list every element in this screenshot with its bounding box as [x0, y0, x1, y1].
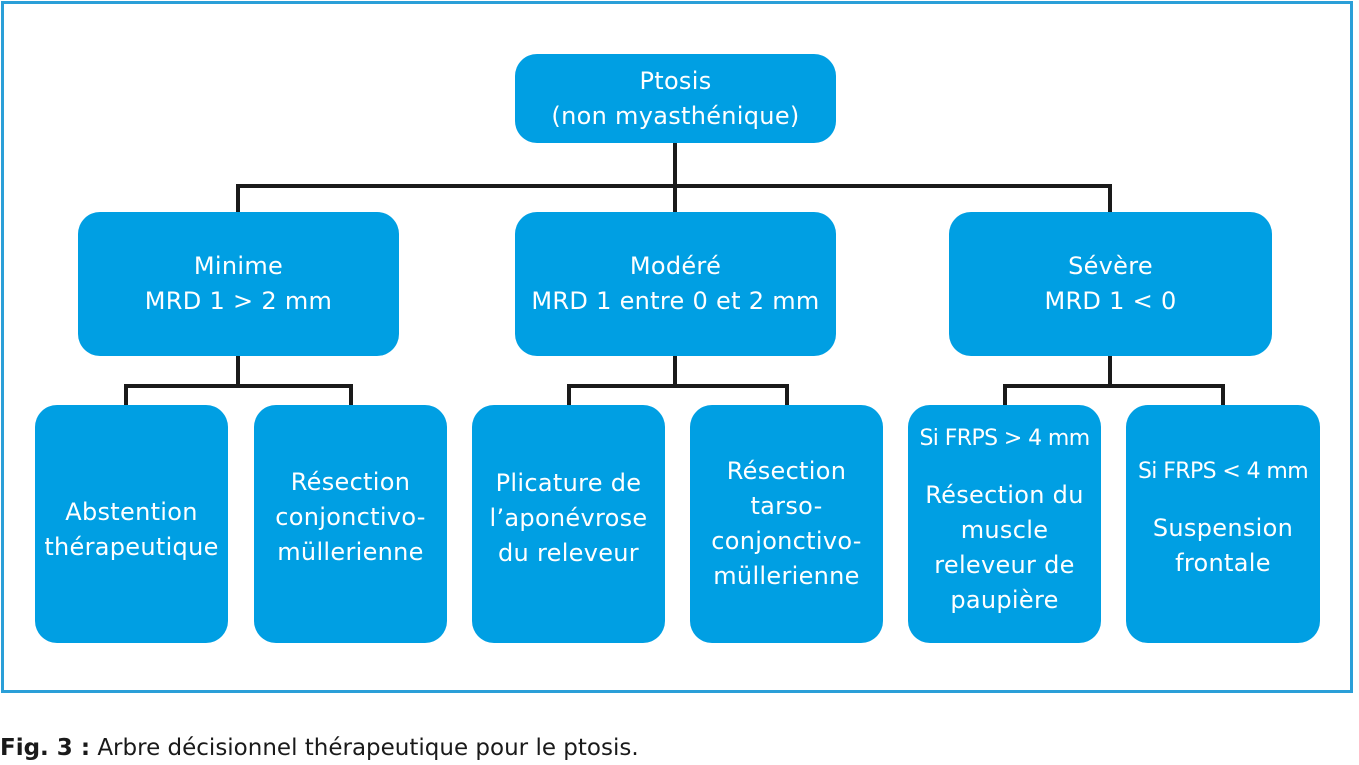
treatment-line: tarso- — [750, 492, 823, 520]
treatment-line: müllerienne — [713, 562, 860, 590]
treatment-line: Résection du — [925, 481, 1084, 509]
treatment-node-resection-tarso: Résection tarso- conjonctivo- müllerienn… — [690, 405, 883, 643]
treatment-node-resection-conjonctivo: Résection conjonctivo- müllerienne — [254, 405, 447, 643]
treatment-line: frontale — [1175, 548, 1271, 577]
severity-node-minime: Minime MRD 1 > 2 mm — [78, 212, 399, 356]
severity-node-modere: Modéré MRD 1 entre 0 et 2 mm — [515, 212, 836, 356]
treatment-node-plicature: Plicature de l’aponévrose du releveur — [472, 405, 665, 643]
treatment-node-suspension: Si FRPS < 4 mm Suspension frontale — [1126, 405, 1320, 643]
severity-criterion: MRD 1 > 2 mm — [144, 287, 333, 315]
treatment-line: l’aponévrose — [489, 503, 648, 532]
treatment-line: müllerienne — [277, 537, 424, 566]
caption-label: Fig. 3 : — [0, 735, 91, 761]
severity-criterion: MRD 1 < 0 — [1044, 287, 1177, 315]
treatment-line: du releveur — [498, 538, 639, 567]
treatment-node-abstention: Abstention thérapeutique — [35, 405, 228, 643]
treatment-line: Abstention — [65, 498, 198, 526]
treatment-node-resection-releveur: Si FRPS > 4 mm Résection du muscle relev… — [908, 405, 1101, 643]
severity-title: Minime — [193, 252, 284, 280]
root-node-ptosis: Ptosis (non myasthénique) — [515, 54, 836, 143]
treatment-line: thérapeutique — [44, 533, 219, 561]
root-title: Ptosis — [639, 66, 712, 95]
diagram-frame — [1, 1, 1353, 693]
treatment-line: releveur de — [934, 551, 1075, 579]
treatment-line: conjonctivo- — [711, 527, 862, 555]
treatment-line: Plicature de — [495, 468, 642, 497]
figure-caption: Fig. 3 : Arbre décisionnel thérapeutique… — [0, 735, 639, 761]
treatment-line: Résection — [726, 457, 847, 485]
severity-node-severe: Sévère MRD 1 < 0 — [949, 212, 1272, 356]
severity-title: Modéré — [629, 252, 722, 280]
root-subtitle: (non myasthénique) — [551, 101, 800, 130]
connector-lines — [124, 142, 1225, 406]
caption-text: Arbre décisionnel thérapeutique pour le … — [90, 735, 639, 761]
severity-title: Sévère — [1068, 252, 1153, 280]
treatment-line: conjonctivo- — [275, 502, 426, 531]
treatment-condition: Si FRPS > 4 mm — [919, 426, 1090, 451]
treatment-condition: Si FRPS < 4 mm — [1137, 458, 1309, 484]
treatment-line: Résection — [290, 467, 411, 496]
severity-criterion: MRD 1 entre 0 et 2 mm — [531, 287, 820, 315]
treatment-line: paupière — [950, 586, 1059, 614]
treatment-line: muscle — [960, 516, 1049, 544]
treatment-line: Suspension — [1152, 513, 1294, 542]
